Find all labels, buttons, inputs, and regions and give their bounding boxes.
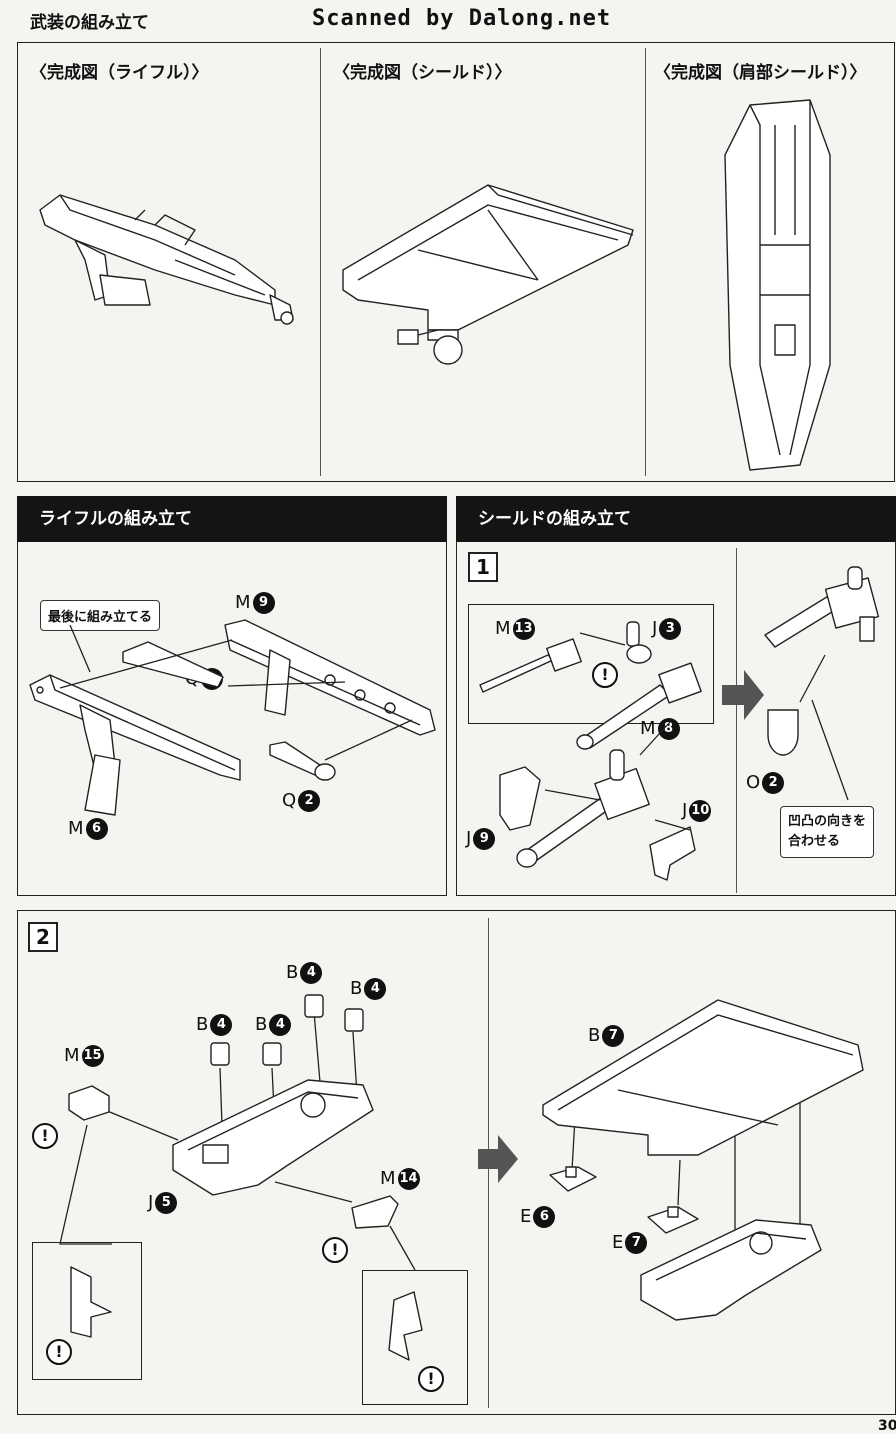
detail-inset-right xyxy=(362,1270,468,1405)
page-number: 30 xyxy=(878,1418,896,1434)
rifle-body-m6 xyxy=(29,674,241,816)
part-m15 xyxy=(68,1085,110,1121)
align-notch-note: 凹凸の向きを 合わせる xyxy=(780,806,875,858)
shoulder-shield-complete-illustration xyxy=(724,99,831,471)
detail-left-illustration xyxy=(70,1266,112,1338)
rifle-assembly-title: ライフルの組み立て xyxy=(17,496,447,542)
rifle-barrel-q2 xyxy=(269,741,336,781)
caution-icon: ! xyxy=(46,1339,72,1365)
divider xyxy=(736,548,737,893)
shield-mount-base-j5 xyxy=(172,1079,374,1196)
flow-arrow xyxy=(722,670,764,720)
gatling-part-m8 xyxy=(576,662,702,750)
rifle-complete-caption: 〈完成図（ライフル）〉 xyxy=(30,63,209,83)
divider xyxy=(320,48,321,476)
assemble-last-note: 最後に組み立てる xyxy=(40,600,161,631)
caution-icon: ! xyxy=(418,1366,444,1392)
shield-complete-illustration xyxy=(342,184,634,365)
step-2-badge: 2 xyxy=(28,922,58,952)
joint-part-j3 xyxy=(626,621,652,664)
caution-icon: ! xyxy=(32,1123,58,1149)
joint-part-j10 xyxy=(649,826,696,881)
shield-plate-b7 xyxy=(542,999,864,1156)
divider xyxy=(645,48,646,476)
caution-icon: ! xyxy=(592,662,618,688)
peg-plate-e7 xyxy=(647,1206,699,1234)
step-1-badge: 1 xyxy=(468,552,498,582)
scanner-watermark: Scanned by Dalong.net xyxy=(312,6,612,31)
section-title: 武装の組み立て xyxy=(30,13,149,33)
part-m14 xyxy=(351,1195,399,1229)
gatling-assembly-middle xyxy=(516,749,650,868)
shield-complete-caption: 〈完成図（シールド）〉 xyxy=(333,63,512,83)
shield-mount-assembled xyxy=(640,1219,822,1321)
step-1-subassembly-box xyxy=(468,604,714,724)
detail-inset-left xyxy=(32,1242,142,1380)
flow-arrow xyxy=(478,1135,518,1183)
pegs-b4 xyxy=(210,994,364,1066)
completed-figures-panel xyxy=(17,42,895,482)
detail-right-illustration xyxy=(388,1291,423,1361)
rifle-receiver-m9 xyxy=(224,619,436,736)
rifle-complete-illustration xyxy=(39,194,294,325)
peg-plate-e6 xyxy=(549,1166,597,1192)
joint-part-j9 xyxy=(499,766,541,831)
cap-part-o2 xyxy=(767,709,799,756)
shoulder-shield-complete-caption: 〈完成図（肩部シールド）〉 xyxy=(654,63,867,83)
gatling-complete xyxy=(764,566,880,648)
shield-assembly-title: シールドの組み立て xyxy=(456,496,896,542)
gatling-part-m13 xyxy=(479,638,582,693)
caution-icon: ! xyxy=(322,1237,348,1263)
